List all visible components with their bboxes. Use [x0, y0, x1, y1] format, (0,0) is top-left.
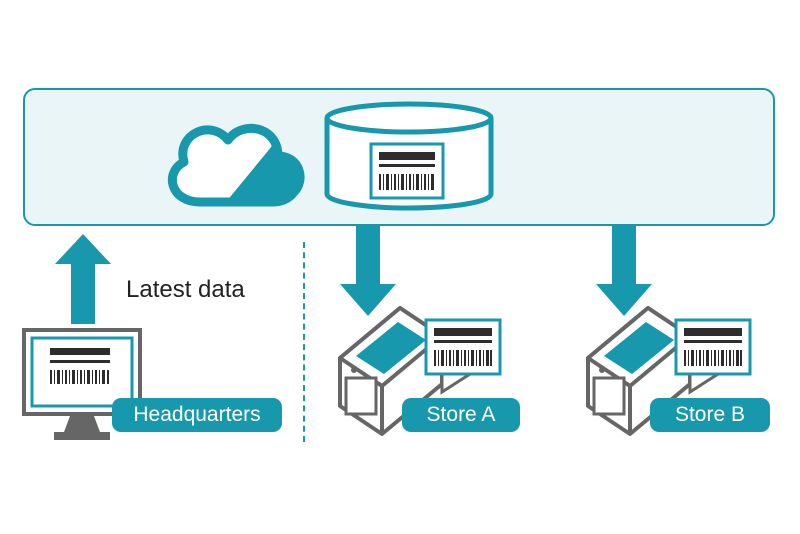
- headquarters-badge: Headquarters: [112, 398, 282, 432]
- divider-line: [303, 242, 305, 442]
- store-a-badge: Store A: [402, 398, 520, 432]
- barcode-label-icon: [369, 142, 445, 200]
- database-icon: [324, 101, 494, 211]
- latest-data-caption: Latest data: [126, 276, 245, 303]
- arrow-down-icon: [340, 226, 396, 316]
- barcode-label-icon: [674, 318, 752, 376]
- cloud-icon: [167, 123, 305, 207]
- store-b-badge: Store B: [650, 398, 770, 432]
- arrow-up-icon: [55, 234, 111, 324]
- barcode-label-icon: [424, 318, 502, 376]
- arrow-down-icon: [596, 226, 652, 316]
